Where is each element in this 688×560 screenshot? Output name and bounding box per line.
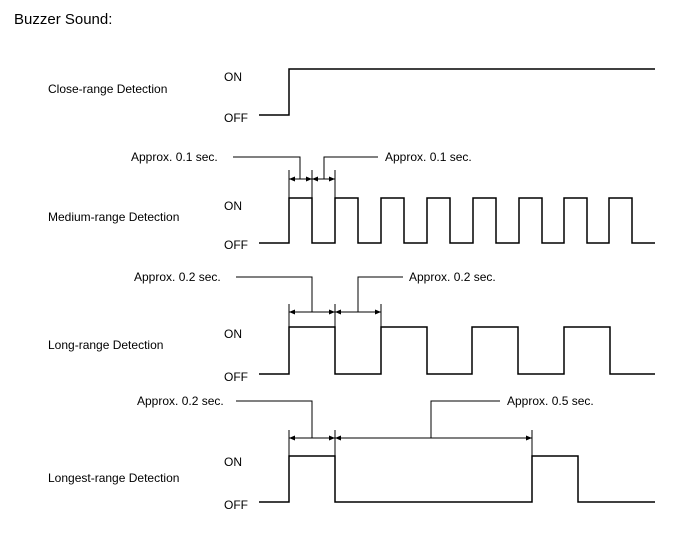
level-off-label: OFF bbox=[224, 238, 248, 252]
waveform bbox=[259, 326, 655, 375]
row-label: Long-range Detection bbox=[48, 338, 163, 352]
row-medium-range: Medium-range Detection ON OFF Approx. 0.… bbox=[48, 150, 655, 252]
annotation-label: Approx. 0.2 sec. bbox=[134, 270, 221, 284]
diagram-title: Buzzer Sound: bbox=[14, 11, 112, 28]
row-longest-range: Longest-range Detection ON OFF Approx. 0… bbox=[48, 394, 655, 512]
annotation-label: Approx. 0.2 sec. bbox=[409, 270, 496, 284]
row-close-range: Close-range Detection ON OFF bbox=[48, 68, 655, 125]
level-off-label: OFF bbox=[224, 498, 248, 512]
level-on-label: ON bbox=[224, 199, 242, 213]
annotation-label: Approx. 0.5 sec. bbox=[507, 394, 594, 408]
dimension-marker bbox=[233, 156, 378, 198]
level-on-label: ON bbox=[224, 455, 242, 469]
row-label: Medium-range Detection bbox=[48, 210, 179, 224]
row-label: Close-range Detection bbox=[48, 82, 167, 96]
row-long-range: Long-range Detection ON OFF Approx. 0.2 … bbox=[48, 270, 655, 384]
annotation-label: Approx. 0.2 sec. bbox=[137, 394, 224, 408]
level-on-label: ON bbox=[224, 70, 242, 84]
waveform bbox=[259, 197, 655, 244]
waveform bbox=[259, 455, 655, 503]
row-label: Longest-range Detection bbox=[48, 471, 179, 485]
waveform bbox=[259, 68, 655, 116]
dimension-marker bbox=[236, 400, 533, 456]
level-on-label: ON bbox=[224, 327, 242, 341]
level-off-label: OFF bbox=[224, 370, 248, 384]
annotation-label: Approx. 0.1 sec. bbox=[131, 150, 218, 164]
annotation-label: Approx. 0.1 sec. bbox=[385, 150, 472, 164]
level-off-label: OFF bbox=[224, 111, 248, 125]
dimension-marker bbox=[236, 276, 403, 327]
